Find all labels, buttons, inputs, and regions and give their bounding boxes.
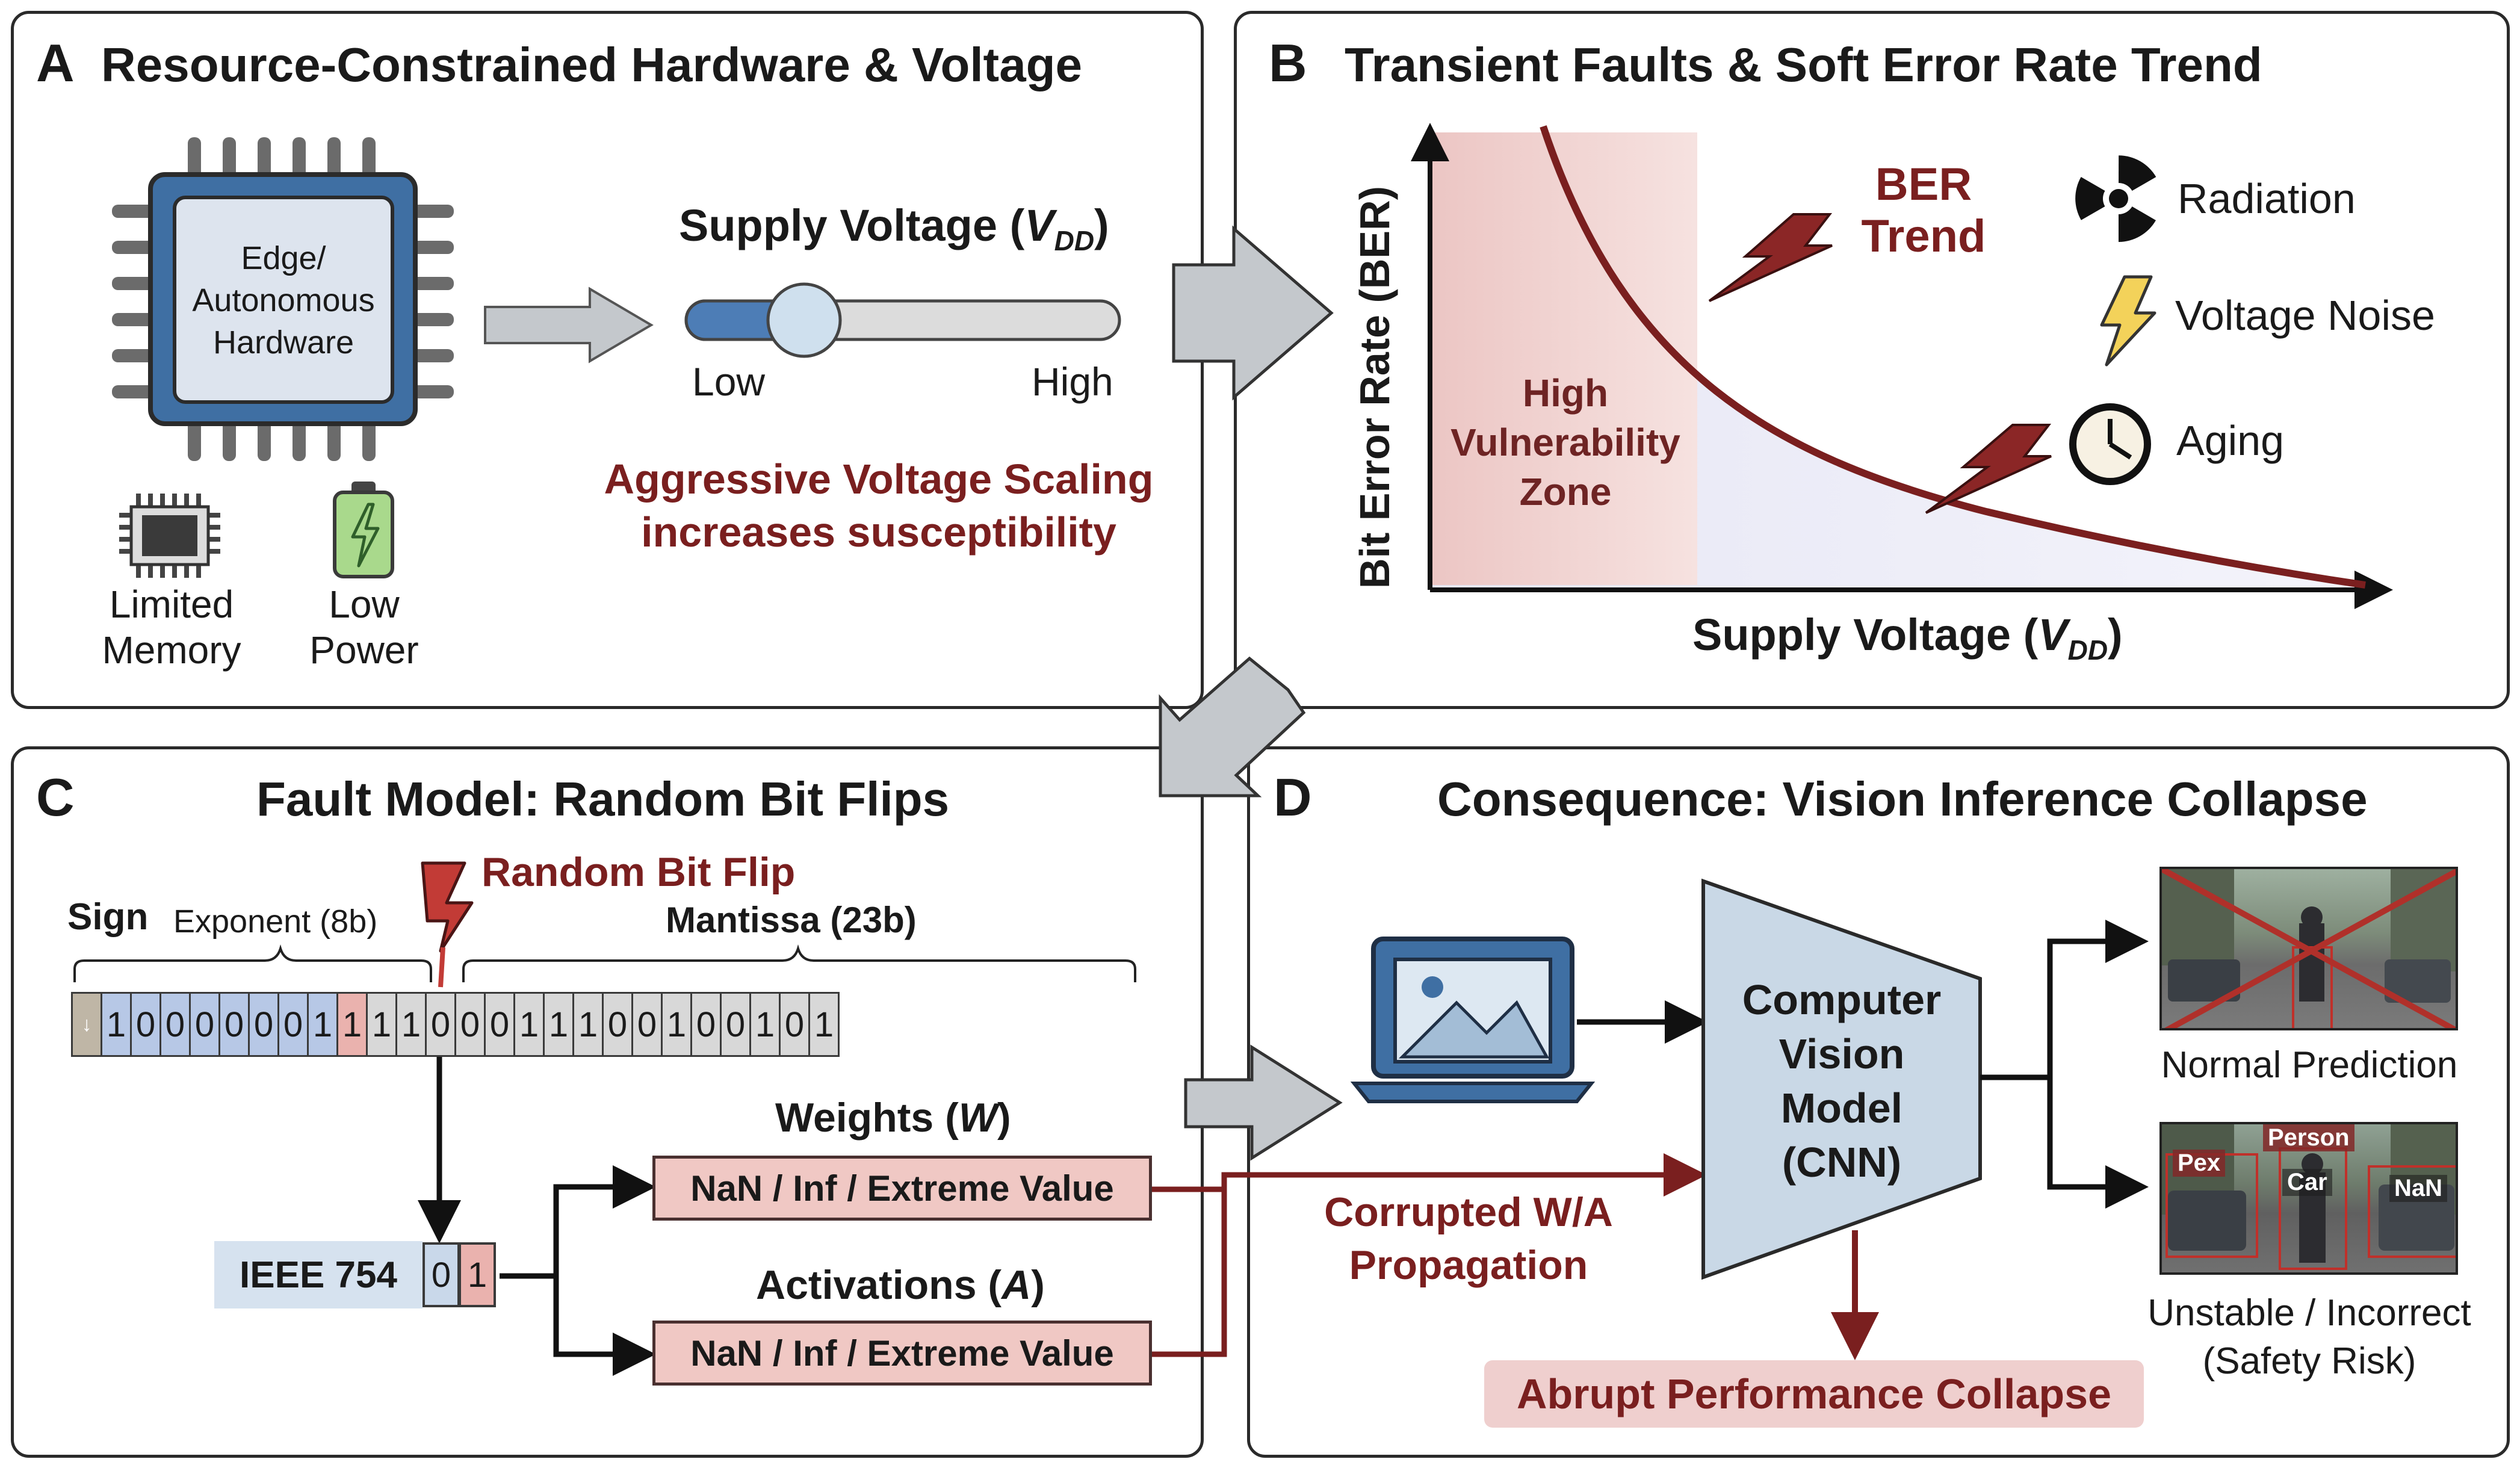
panel-c-title: Fault Model: Random Bit Flips: [256, 772, 950, 826]
bit-cell: 1: [572, 992, 604, 1057]
panel-b-letter: B: [1269, 33, 1307, 93]
bit-cell: 1: [808, 992, 840, 1057]
activations-label: Activations (A): [756, 1262, 1045, 1308]
tag-car: Car: [2282, 1169, 2332, 1196]
tag-person: Person: [2263, 1124, 2354, 1151]
bit-cell: 0: [602, 992, 633, 1057]
weights-corrupt-box: NaN / Inf / Extreme Value: [652, 1156, 1152, 1221]
unstable-prediction-image: Pex Person Car NaN: [2159, 1122, 2458, 1275]
bit-cell: 1: [661, 992, 692, 1057]
bit-cell: 0: [277, 992, 309, 1057]
performance-collapse-box: Abrupt Performance Collapse: [1484, 1360, 2144, 1428]
bit-cell: 0: [130, 992, 161, 1057]
panel-a-letter: A: [36, 33, 75, 93]
normal-prediction-image: [2159, 867, 2458, 1030]
bit-cell: 1: [395, 992, 427, 1057]
ieee-754-label: IEEE 754: [214, 1241, 423, 1308]
random-bit-flip-label: Random Bit Flip: [481, 849, 796, 895]
bit-cell: 0: [189, 992, 220, 1057]
y-axis-label: Bit Error Rate (BER): [1351, 186, 1398, 589]
bit-cell: 1: [749, 992, 781, 1057]
exponent-label: Exponent (8b): [173, 903, 378, 940]
bit-cell: 0: [454, 992, 486, 1057]
bit-cell: 0: [779, 992, 810, 1057]
panel-c-letter: C: [36, 767, 75, 827]
panel-d-letter: D: [1274, 767, 1312, 827]
bit-cell: 1: [513, 992, 545, 1057]
bit-cell: 1: [101, 992, 132, 1057]
bit-cell: 0: [631, 992, 663, 1057]
normal-prediction-label: Normal Prediction: [2161, 1044, 2458, 1086]
bit-cell: 0: [248, 992, 279, 1057]
tag-pex: Pex: [2173, 1150, 2226, 1177]
mantissa-label: Mantissa (23b): [666, 900, 917, 940]
unstable-prediction-label: Unstable / Incorrect(Safety Risk): [2147, 1292, 2471, 1382]
ieee-bit-1: 1: [459, 1242, 496, 1307]
flipped-bit-cell: 1: [336, 992, 368, 1057]
bit-cell: 1: [307, 992, 338, 1057]
slider-title: Supply Voltage (VDD): [679, 200, 1109, 256]
bit-cell: 0: [159, 992, 191, 1057]
panel-b: [1234, 11, 2510, 709]
float-bit-row: ↓ 1 0 0 0 0 0 0 1 1 1 1 0 0 0 1 1 1 0 0 …: [71, 992, 840, 1059]
panel-b-title: Transient Faults & Soft Error Rate Trend: [1345, 38, 2262, 91]
weights-label: Weights (W): [775, 1095, 1011, 1141]
slider-low-label: Low: [692, 359, 766, 404]
bit-cell: 0: [484, 992, 515, 1057]
ieee-bit-0: 0: [423, 1242, 460, 1307]
panel-d-title: Consequence: Vision Inference Collapse: [1437, 772, 2368, 826]
legend-radiation-label: Radiation: [2178, 175, 2356, 222]
sign-label: Sign: [67, 896, 149, 938]
activations-corrupt-box: NaN / Inf / Extreme Value: [652, 1321, 1152, 1386]
panel-a-title: Resource-Constrained Hardware & Voltage: [101, 38, 1083, 91]
bit-cell: 0: [425, 992, 456, 1057]
bit-cell: 1: [543, 992, 574, 1057]
x-axis-label: Supply Voltage (VDD): [1692, 610, 2123, 666]
legend-aging-label: Aging: [2176, 417, 2285, 464]
sign-bit: ↓: [71, 992, 102, 1057]
bit-cell: 0: [720, 992, 751, 1057]
bit-cell: 0: [218, 992, 250, 1057]
slider-high-label: High: [1032, 359, 1113, 404]
bit-cell: 0: [690, 992, 722, 1057]
bit-cell: 1: [366, 992, 397, 1057]
legend-voltage-noise-label: Voltage Noise: [2175, 292, 2435, 339]
tag-nan: NaN: [2389, 1175, 2448, 1202]
